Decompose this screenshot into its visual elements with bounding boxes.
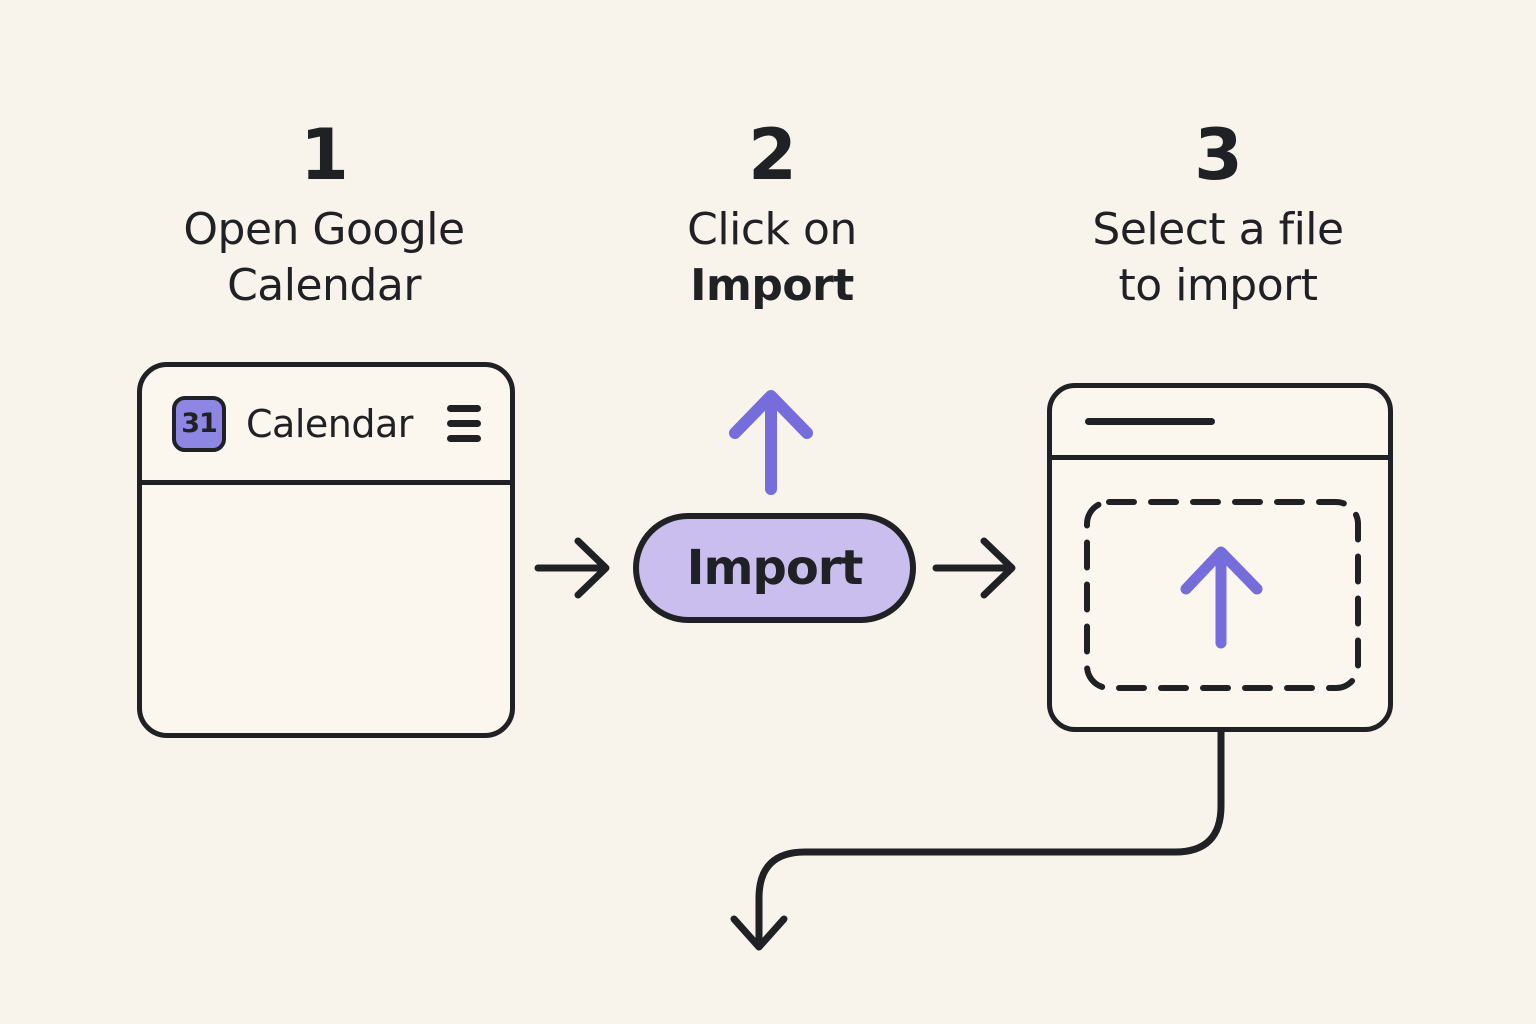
flow-arrow-2-icon <box>932 537 1016 599</box>
step-3-number: 3 <box>1194 114 1243 196</box>
step-1-title-line-1: Open Google <box>183 204 465 255</box>
flow-arrow-1-icon <box>534 537 610 599</box>
calendar-app-name: Calendar <box>246 401 413 446</box>
window-title-line <box>1085 418 1215 425</box>
step-3-title-line-1: Select a file <box>1092 204 1344 255</box>
upload-arrow-icon <box>729 390 813 495</box>
calendar-window: 31 Calendar <box>137 362 515 738</box>
calendar-logo-icon: 31 <box>172 395 226 452</box>
step-3-header: 3 Select a file to import <box>1008 112 1428 314</box>
hamburger-bar <box>447 435 481 442</box>
import-button[interactable]: Import <box>633 513 916 623</box>
hamburger-menu-icon[interactable] <box>447 405 481 442</box>
step-1-header: 1 Open Google Calendar <box>114 112 534 314</box>
step-1-title: Open Google Calendar <box>114 202 534 314</box>
step-2-title: Click on Import <box>562 202 982 314</box>
step-2-number: 2 <box>748 114 797 196</box>
step-2-header: 2 Click on Import <box>562 112 982 314</box>
step-2-title-line-1: Click on <box>687 204 857 255</box>
hamburger-bar <box>447 420 481 427</box>
calendar-window-header: 31 Calendar <box>142 367 510 485</box>
file-window-header <box>1052 388 1388 460</box>
continuation-arrow-icon <box>730 727 1225 951</box>
step-3-title-line-2: to import <box>1118 260 1318 311</box>
file-window <box>1047 383 1393 732</box>
import-button-label: Import <box>686 540 864 596</box>
step-3-title: Select a file to import <box>1008 202 1428 314</box>
calendar-logo-day: 31 <box>181 408 218 439</box>
hamburger-bar <box>447 405 481 412</box>
step-1-title-line-2: Calendar <box>227 260 421 311</box>
step-1-number: 1 <box>300 114 349 196</box>
step-2-title-line-2: Import <box>690 260 854 311</box>
